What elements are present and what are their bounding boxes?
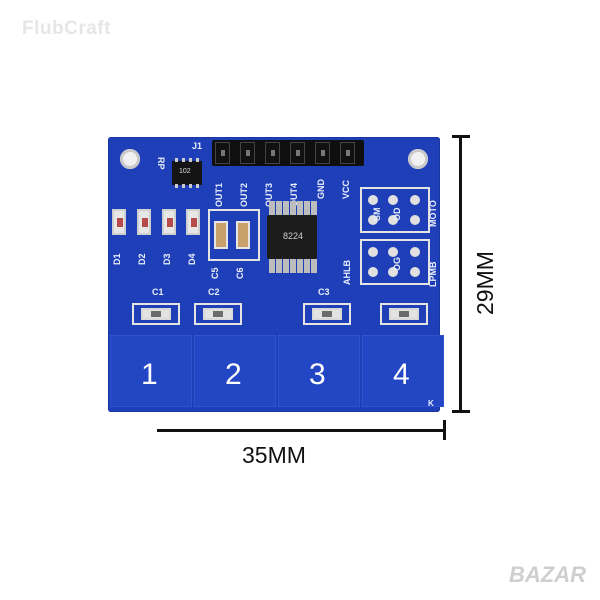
- header-pin: [315, 142, 330, 164]
- capacitor-c3: [312, 308, 342, 320]
- cap-label-c6: C6: [235, 267, 245, 279]
- led-label-d1: D1: [112, 253, 122, 265]
- touch-sensor-board: J1 OUT1 OUT2 OUT3 OUT4 GND VCC RP 102 D1…: [108, 137, 444, 412]
- pin-label-out2: OUT2: [239, 182, 249, 207]
- led-label-d3: D3: [162, 253, 172, 265]
- cap-outline-c2: [194, 303, 242, 325]
- ic-marking: 8224: [283, 231, 304, 241]
- cap-outline-c4: [380, 303, 428, 325]
- cap-outline: [208, 209, 260, 261]
- pin-label-gnd: GND: [316, 179, 326, 199]
- touch-pad-2[interactable]: 2: [194, 335, 276, 407]
- pad-number-2: 2: [225, 358, 242, 391]
- led-d3: [162, 209, 176, 235]
- led-d2: [137, 209, 151, 235]
- mounting-hole-right: [408, 149, 428, 169]
- cap-label-c2: C2: [208, 287, 220, 297]
- width-dimension-label: 35MM: [242, 442, 306, 468]
- pad-number-3: 3: [309, 358, 326, 391]
- height-dimension-tick-bottom: [452, 410, 470, 413]
- touch-pad-3[interactable]: 3: [278, 335, 360, 407]
- height-dimension-label: 29MM: [472, 251, 498, 315]
- cap-outline-c3: [303, 303, 351, 325]
- capacitor-c1: [141, 308, 171, 320]
- bazar-logo: BAZAR: [509, 562, 586, 587]
- watermark-text: FlubCraft: [22, 18, 111, 39]
- mounting-hole-left: [120, 149, 140, 169]
- header-pin: [240, 142, 255, 164]
- header-pin: [265, 142, 280, 164]
- height-dimension-tick-top: [452, 135, 470, 138]
- capacitor-c5: [214, 221, 228, 249]
- cap-label-c3: C3: [318, 287, 330, 297]
- jumper-label-moto: MOTO: [428, 200, 438, 227]
- width-dimension-line: [157, 429, 445, 432]
- capacitor-c2: [203, 308, 233, 320]
- touch-pad-4[interactable]: 4: [362, 335, 444, 407]
- pin-label-vcc: VCC: [341, 179, 351, 199]
- jumper-label-og: OG: [392, 256, 402, 271]
- height-dimension-line: [459, 135, 462, 413]
- jumper-label-sm: SM: [372, 207, 382, 222]
- header-pin: [290, 142, 305, 164]
- rp-label: RP: [156, 157, 166, 170]
- width-dimension-tick: [443, 420, 446, 440]
- jumper-block-bottom: [360, 239, 430, 285]
- pad-number-1: 1: [141, 358, 158, 391]
- corner-mark: K: [428, 399, 434, 408]
- led-d4: [186, 209, 200, 235]
- resistor-code: 102: [179, 168, 191, 175]
- capacitor-c4: [389, 308, 419, 320]
- jumper-label-ahlb: AHLB: [342, 260, 352, 285]
- pin-label-out1: OUT1: [214, 182, 224, 207]
- cap-label-c1: C1: [152, 287, 164, 297]
- capacitor-c6: [236, 221, 250, 249]
- led-d1: [112, 209, 126, 235]
- led-label-d2: D2: [137, 253, 147, 265]
- header-label: J1: [192, 141, 203, 151]
- cap-label-c5: C5: [210, 267, 220, 279]
- jumper-label-lpmb: LPMB: [428, 261, 438, 288]
- touch-ic: 8224: [263, 201, 323, 291]
- cap-outline-c1: [132, 303, 180, 325]
- led-label-d4: D4: [187, 253, 197, 265]
- jumper-label-od: OD: [392, 207, 402, 222]
- pad-number-4: 4: [393, 358, 410, 391]
- header-pin: [215, 142, 230, 164]
- touch-pad-1[interactable]: 1: [110, 335, 192, 407]
- jumper-block-top: [360, 187, 430, 233]
- header-pin: [340, 142, 355, 164]
- pin-header: [212, 140, 364, 166]
- resistor-array: 102: [172, 158, 202, 188]
